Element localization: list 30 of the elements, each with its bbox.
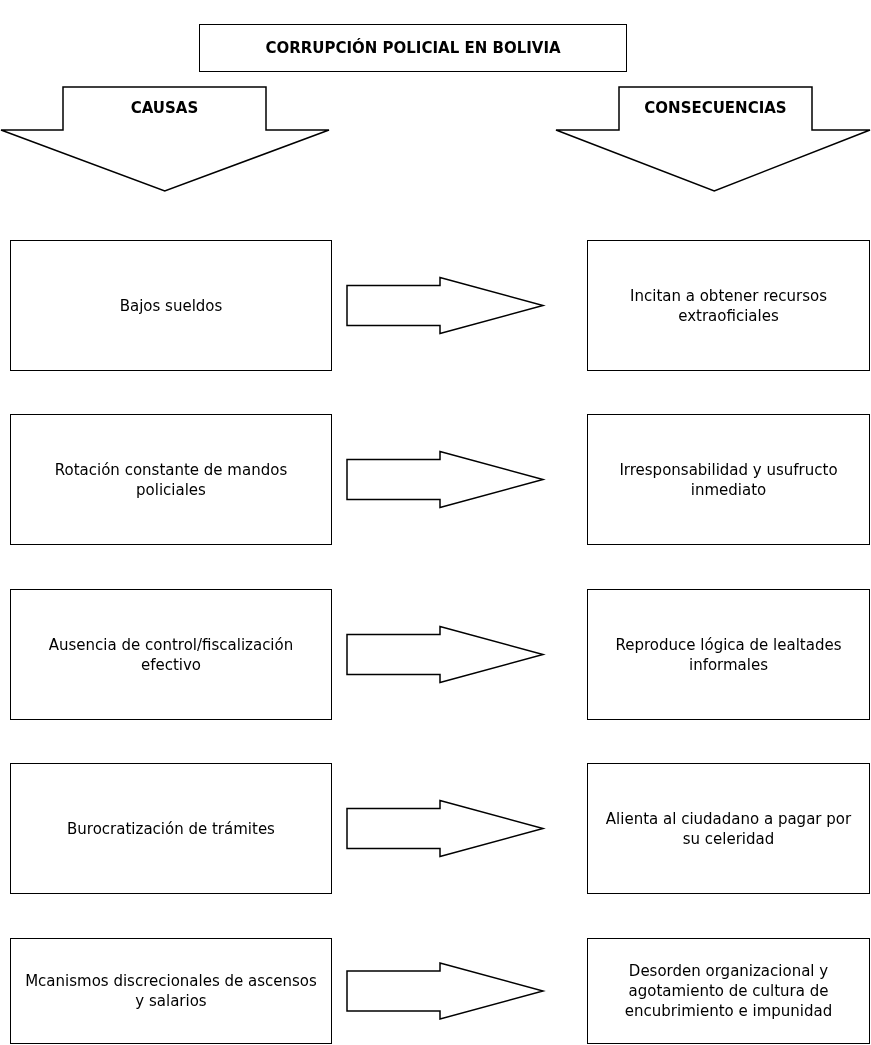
box-text: Rotación constante de mandos policiales (53, 459, 289, 500)
block-arrow (346, 962, 546, 1020)
box-text: Incitan a obtener recursos extraoficiales (629, 285, 828, 326)
text-box (587, 938, 870, 1044)
title: CORRUPCIÓN POLICIAL EN BOLIVIA (265, 38, 561, 58)
block-arrow (346, 450, 546, 509)
box-text: Desorden organizacional y agotamiento de cultura de encubrimiento e impunidad (623, 961, 834, 1021)
text-box (10, 240, 332, 371)
block-arrow (346, 276, 546, 335)
box-text: Alienta al ciudadano a pagar por su celeridad (604, 808, 853, 849)
text-box (587, 240, 870, 371)
text-box (10, 589, 332, 720)
box-text: Burocratización de trámites (67, 818, 275, 839)
box-text: Reproduce lógica de lealtades informales (614, 634, 843, 675)
text-box (587, 414, 870, 545)
column-heading: CONSECUENCIAS (643, 98, 788, 118)
down-arrow-shape (0, 86, 330, 192)
text-box (10, 763, 332, 894)
block-arrow (346, 799, 546, 858)
box-text: Ausencia de control/fiscalización efectivo (47, 634, 295, 675)
block-arrow (346, 625, 546, 684)
text-box (10, 938, 332, 1044)
box-text: Bajos sueldos (119, 295, 223, 316)
down-arrow-shape (555, 86, 871, 192)
text-box (587, 589, 870, 720)
column-heading: CAUSAS (129, 98, 200, 118)
text-box (587, 763, 870, 894)
box-text: Irresponsabilidad y usufructo inmediato (618, 459, 839, 500)
text-box (10, 414, 332, 545)
box-text: Mcanismos discrecionales de ascensos y salarios (24, 971, 318, 1011)
